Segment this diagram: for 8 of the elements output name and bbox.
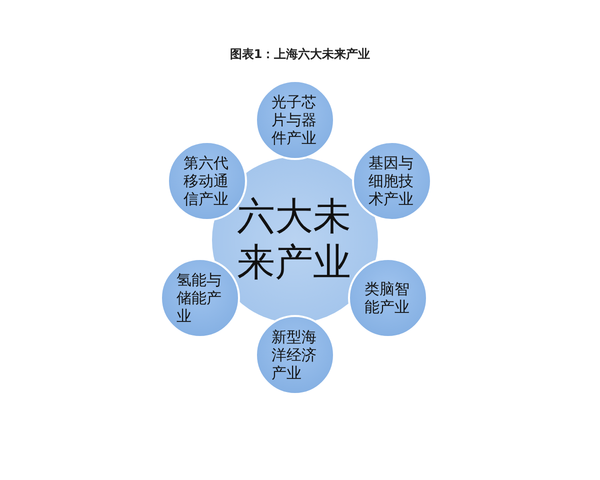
circle-label: 第六代移动通信产业 — [184, 154, 230, 208]
chart-title: 图表1：上海六大未来产业 — [228, 46, 372, 63]
circle-label: 基因与细胞技术产业 — [368, 154, 414, 208]
circle-label: 类脑智能产业 — [364, 280, 410, 316]
circle-label: 六大未来产业 — [237, 194, 352, 286]
circle-label: 氢能与储能产业 — [176, 271, 222, 325]
circle-label: 光子芯片与器件产业 — [272, 93, 318, 147]
circle-label: 新型海洋经济产业 — [272, 328, 318, 382]
